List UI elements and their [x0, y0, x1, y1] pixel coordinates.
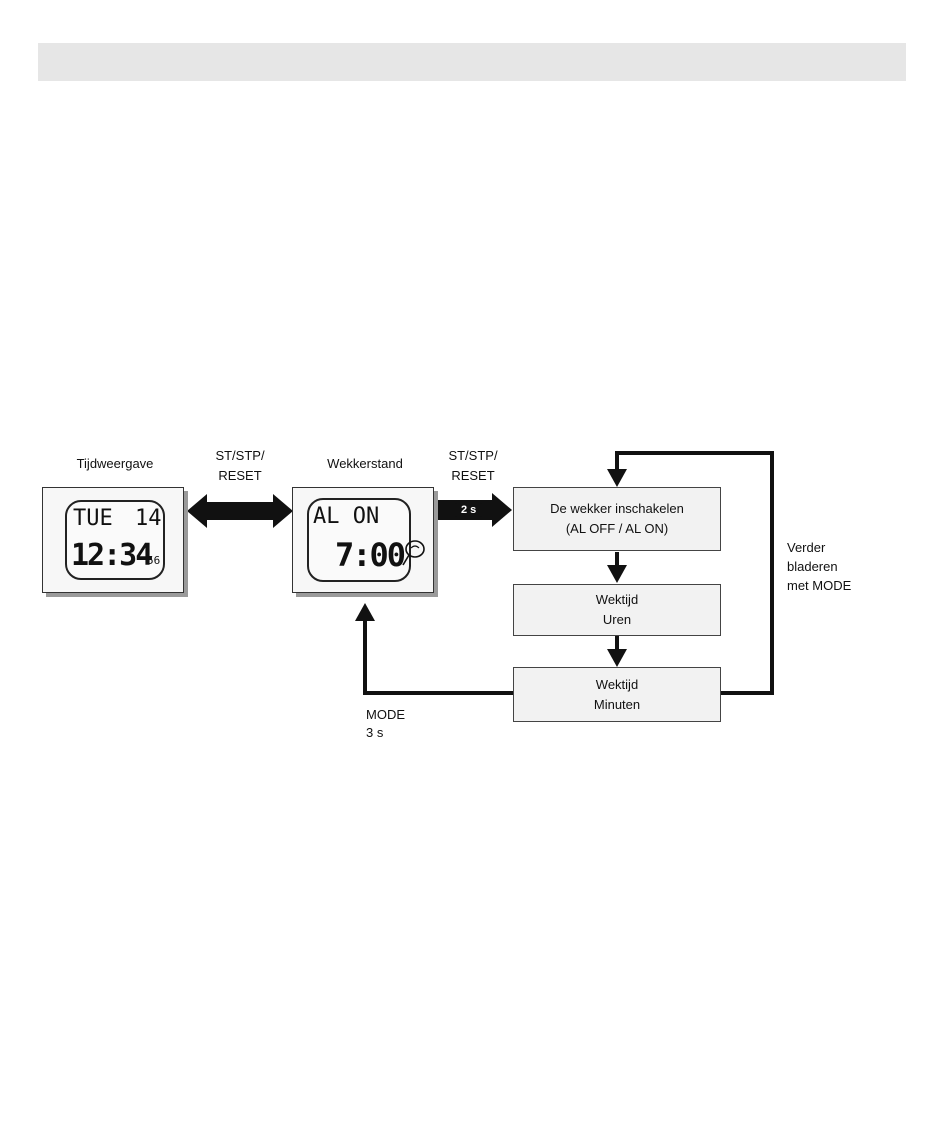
- label-line: bladeren: [787, 557, 887, 576]
- double-arrow-time-alarm: [187, 494, 293, 528]
- box-alarm-toggle: De wekker inschakelen (AL OFF / AL ON): [513, 487, 721, 551]
- bell-icon: [401, 538, 427, 568]
- label-line: met MODE: [787, 576, 887, 595]
- lcd-screen: AL ON 7:00: [307, 498, 411, 582]
- hold-2s-badge: 2 s: [455, 503, 482, 517]
- label-line: MODE: [366, 706, 446, 724]
- lcd-alarm-mode: AL ON 7:00: [292, 487, 434, 593]
- box-alarm-minutes: Wektijd Minuten: [513, 667, 721, 722]
- lcd-screen: TUE 14 12:34 56: [65, 500, 165, 580]
- label-time-display: Tijdweergave: [40, 454, 190, 474]
- loop-mode-3s: [355, 603, 514, 693]
- label-line: 3 s: [366, 724, 446, 742]
- arrow-hours-to-minutes: [607, 636, 627, 667]
- box-line: Minuten: [594, 695, 640, 715]
- label-line: ST/STP/: [425, 446, 521, 466]
- lcd-day: TUE: [73, 506, 113, 531]
- lcd-alarm-status: AL ON: [313, 504, 379, 529]
- lcd-alarm-time: 7:00: [335, 536, 404, 574]
- box-line: (AL OFF / AL ON): [566, 519, 668, 539]
- box-line: Uren: [603, 610, 631, 630]
- label-ststp-reset-2: ST/STP/ RESET: [425, 446, 521, 486]
- lcd-time: 12:34: [71, 538, 151, 573]
- box-alarm-hours: Wektijd Uren: [513, 584, 721, 636]
- lcd-date: 14: [135, 506, 162, 531]
- box-line: De wekker inschakelen: [550, 499, 684, 519]
- label-line: ST/STP/: [190, 446, 290, 466]
- arrow-toggle-to-hours: [607, 552, 627, 583]
- label-line: Verder: [787, 538, 887, 557]
- box-line: Wektijd: [596, 590, 638, 610]
- label-browse-mode: Verder bladeren met MODE: [787, 538, 887, 595]
- label-mode-3s: MODE 3 s: [366, 706, 446, 742]
- label-line: RESET: [425, 466, 521, 486]
- label-ststp-reset-1: ST/STP/ RESET: [190, 446, 290, 486]
- lcd-seconds: 56: [147, 554, 160, 567]
- label-alarm-mode: Wekkerstand: [290, 454, 440, 474]
- label-line: RESET: [190, 466, 290, 486]
- box-line: Wektijd: [596, 675, 638, 695]
- lcd-time-display: TUE 14 12:34 56: [42, 487, 184, 593]
